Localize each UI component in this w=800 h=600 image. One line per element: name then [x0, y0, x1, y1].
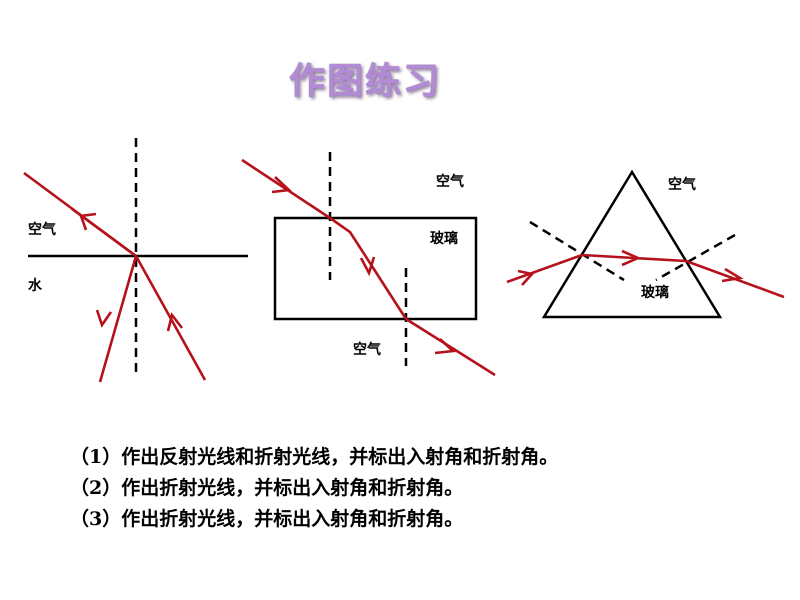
incident-ray-arrow — [271, 176, 292, 194]
refracted-ray-inside — [581, 253, 687, 263]
medium-label-glass: 玻璃 — [641, 284, 669, 301]
incident-ray-arrow — [517, 269, 535, 286]
figure-3-prism: 空气 玻璃 — [506, 169, 785, 319]
medium-label-air-top: 空气 — [436, 173, 464, 190]
reflected-ray-arrow — [79, 212, 97, 231]
medium-label-water: 水 — [28, 277, 43, 294]
normal-line-right — [655, 233, 736, 282]
page-title: 作图练习 — [288, 61, 441, 102]
medium-label-air-bottom: 空气 — [353, 341, 381, 358]
emergent-ray-arrow — [434, 338, 456, 355]
normal-line-left — [529, 220, 625, 282]
refracted-ray-1 — [98, 255, 138, 383]
refracted-ray-2-arrow — [166, 312, 184, 332]
medium-label-glass: 玻璃 — [430, 230, 458, 247]
glass-prism — [541, 169, 723, 319]
emergent-ray-arrow — [721, 267, 744, 283]
refracted-ray-inside — [329, 216, 408, 320]
incident-ray — [506, 253, 583, 284]
question-item: （2）作出折射光线，并标出入射角和折射角。 — [70, 477, 464, 499]
refracted-ray-inside-arrow — [359, 256, 376, 277]
medium-label-air: 空气 — [668, 176, 696, 193]
question-item: （3）作出折射光线，并标出入射角和折射角。 — [70, 508, 464, 530]
incident-ray — [241, 158, 331, 220]
question-item: （1）作出反射光线和折射光线，并标出入射角和折射角。 — [70, 446, 559, 468]
question-list: （1）作出反射光线和折射光线，并标出入射角和折射角。 （2）作出折射光线，并标出… — [70, 442, 790, 535]
glass-slab — [273, 216, 478, 321]
medium-label-air: 空气 — [28, 221, 56, 238]
refracted-ray-1-arrow — [95, 309, 113, 328]
figure-1-air-water: 空气 水 — [23, 138, 248, 383]
figure-2-glass-slab: 空气 玻璃 空气 — [241, 152, 496, 377]
refracted-ray-inside-arrow — [621, 249, 642, 267]
